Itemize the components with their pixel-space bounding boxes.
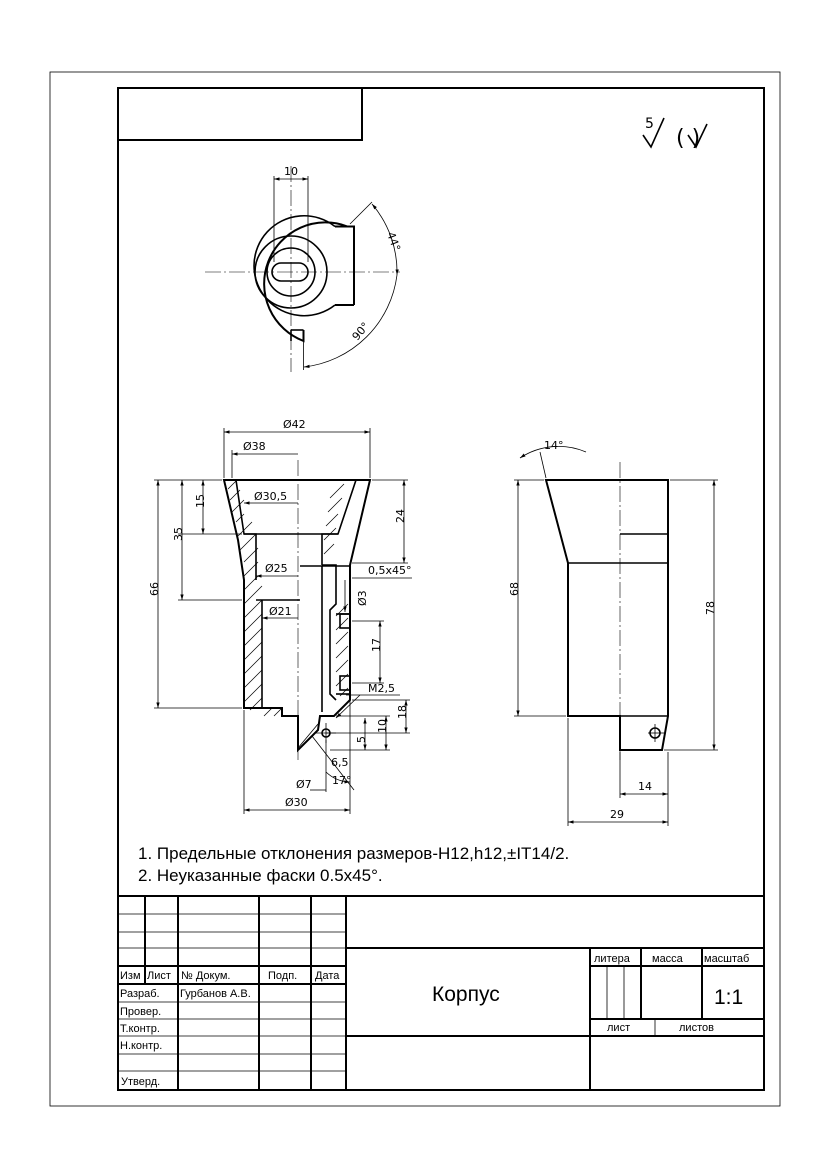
dim-d21: Ø21 xyxy=(269,605,292,618)
dim-15: 15 xyxy=(194,494,207,508)
title-block: Изм Лист № Докум. Подп. Дата Разраб. Гур… xyxy=(118,895,764,1090)
roughness-symbol: 5 ( ) xyxy=(642,116,708,151)
dim-d30-5: Ø30,5 xyxy=(254,490,287,503)
dim-6-5: 6,5 xyxy=(331,756,349,769)
dim-29: 29 xyxy=(610,808,624,821)
dim-chamfer: 0,5x45° xyxy=(368,564,412,577)
dim-14: 14 xyxy=(638,780,652,793)
dim-5: 5 xyxy=(355,736,368,743)
side-view: 14° 68 78 14 29 xyxy=(508,439,718,826)
tb-litera: литера xyxy=(594,953,631,965)
dim-d7: Ø7 xyxy=(296,778,312,791)
dim-10: 10 xyxy=(284,165,298,178)
tb-checked: Провер. xyxy=(120,1006,161,1018)
dim-d42: Ø42 xyxy=(283,418,306,431)
tb-scale-label: масштаб xyxy=(704,953,749,965)
tb-approved: Утверд. xyxy=(121,1076,160,1088)
dim-18: 18 xyxy=(396,705,409,719)
dim-d30: Ø30 xyxy=(285,796,308,809)
dim-24: 24 xyxy=(394,509,407,523)
top-left-stamp-box xyxy=(117,87,363,141)
tb-developed: Разраб. xyxy=(120,988,160,1000)
tb-t-control: Т.контр. xyxy=(120,1023,160,1035)
inner-frame xyxy=(117,87,765,1091)
note-1: 1. Предельные отклонения размеров-Н12,h1… xyxy=(138,844,569,863)
outer-frame xyxy=(49,71,781,1107)
dim-17: 17 xyxy=(370,638,383,652)
angle-14: 14° xyxy=(544,439,564,452)
tb-izm: Изм xyxy=(120,970,141,982)
dim-35: 35 xyxy=(172,527,185,541)
front-section-view: Ø42 Ø38 Ø30,5 Ø25 Ø21 Ø7 Ø30 15 35 66 24 xyxy=(148,418,412,814)
tb-sheet: лист xyxy=(607,1022,630,1034)
angle-17: 17° xyxy=(332,774,352,787)
angle-90: 90° xyxy=(350,320,372,343)
tb-doc-no: № Докум. xyxy=(181,970,230,982)
part-name: Корпус xyxy=(432,983,500,1006)
tb-list: Лист xyxy=(147,970,171,982)
dim-68: 68 xyxy=(508,582,521,596)
dim-66: 66 xyxy=(148,582,161,596)
tb-sheets: листов xyxy=(679,1022,714,1034)
tb-mass: масса xyxy=(652,953,684,965)
tb-date: Дата xyxy=(315,970,340,982)
dim-d38: Ø38 xyxy=(243,440,266,453)
dim-10-vert: 10 xyxy=(376,719,389,733)
dim-d25: Ø25 xyxy=(265,562,288,575)
tb-n-control: Н.контр. xyxy=(120,1040,162,1052)
top-view: 10 44° 90° xyxy=(205,165,403,372)
dim-d3: Ø3 xyxy=(356,590,369,606)
note-2: 2. Неуказанные фаски 0.5x45°. xyxy=(138,866,383,885)
dim-m2-5: M2,5 xyxy=(368,682,395,695)
tb-developer-name: Гурбанов А.В. xyxy=(180,988,251,1000)
tb-scale-value: 1:1 xyxy=(714,986,743,1009)
tb-signature: Подп. xyxy=(268,970,297,982)
dim-78: 78 xyxy=(704,601,717,615)
angle-44: 44° xyxy=(384,230,403,253)
roughness-value: 5 xyxy=(645,116,654,132)
